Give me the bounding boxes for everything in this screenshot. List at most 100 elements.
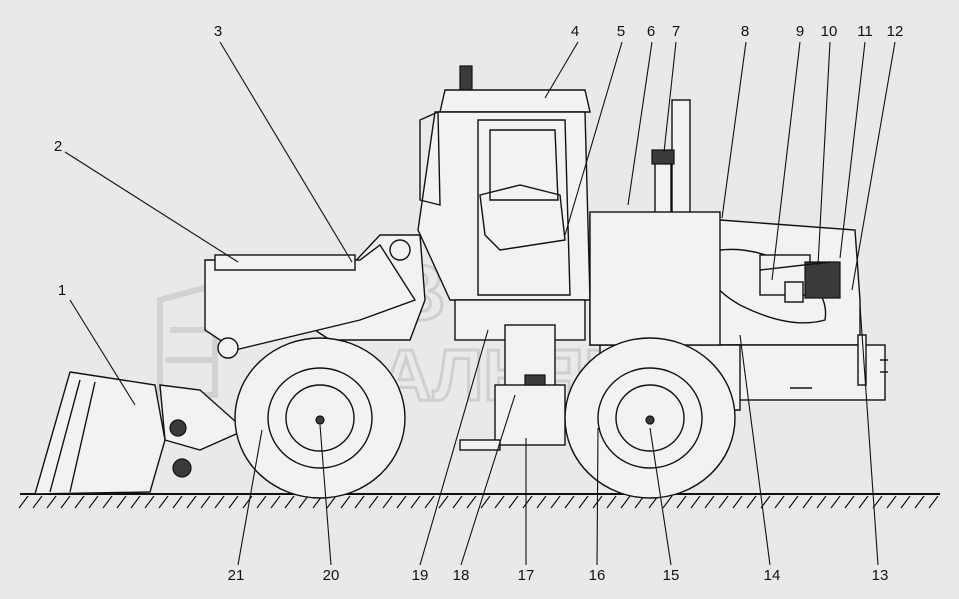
cabin xyxy=(417,65,721,346)
callout-label-15: 15 xyxy=(663,567,680,584)
drivetrain xyxy=(454,299,620,451)
ground-hatch-mark xyxy=(102,495,113,509)
engine-components xyxy=(759,254,841,303)
ground-hatch-mark xyxy=(354,495,365,509)
callout-label-10: 10 xyxy=(821,23,838,40)
callout-label-11: 11 xyxy=(857,23,873,40)
ground-hatch-mark xyxy=(690,495,701,509)
callout-label-1: 1 xyxy=(58,282,66,299)
ground-hatch-mark xyxy=(284,495,295,509)
callout-label-20: 20 xyxy=(323,567,340,584)
ground-hatch-mark xyxy=(18,495,29,509)
leader-line-12 xyxy=(851,41,896,291)
ground-hatch-mark xyxy=(718,495,729,509)
ground-hatch-mark xyxy=(60,495,71,509)
ground-hatch-mark xyxy=(340,495,351,509)
ground-hatch-mark xyxy=(368,495,379,509)
callout-label-7: 7 xyxy=(672,23,680,40)
ground-hatch-mark xyxy=(858,495,869,509)
ground-hatch-mark xyxy=(872,495,883,509)
leader-line-5 xyxy=(564,41,623,236)
leader-line-6 xyxy=(627,41,653,206)
callout-label-19: 19 xyxy=(412,567,429,584)
ground-hatch-mark xyxy=(606,495,617,509)
ground-hatch-mark xyxy=(298,495,309,509)
callout-label-9: 9 xyxy=(796,23,804,40)
front-frame-and-boom xyxy=(34,234,426,495)
ground-hatch-mark xyxy=(578,495,589,509)
ground-hatch-mark xyxy=(900,495,911,509)
ground-hatch-mark xyxy=(410,495,421,509)
ground-hatch-mark xyxy=(522,495,533,509)
ground-hatch-mark xyxy=(172,495,183,509)
ground-hatch-mark xyxy=(186,495,197,509)
ground-hatch-mark xyxy=(256,495,267,509)
callout-label-2: 2 xyxy=(54,138,62,155)
ground-hatch-mark xyxy=(382,495,393,509)
callout-label-16: 16 xyxy=(589,567,606,584)
ground-hatch-mark xyxy=(550,495,561,509)
leader-line-13 xyxy=(859,304,879,566)
ground-hatch-mark xyxy=(914,495,925,509)
ground-hatch-mark xyxy=(928,495,939,509)
ground-hatch-mark xyxy=(74,495,85,509)
leader-line-11 xyxy=(839,41,866,259)
leader-line-16 xyxy=(596,427,599,566)
ground-hatch-mark xyxy=(46,495,57,509)
leader-line-2 xyxy=(64,151,239,263)
ground-hatch-mark xyxy=(214,495,225,509)
ground-hatch-mark xyxy=(242,495,253,509)
ground-hatch-mark xyxy=(228,495,239,509)
ground-hatch-mark xyxy=(774,495,785,509)
ground-hatch-mark xyxy=(788,495,799,509)
callout-label-17: 17 xyxy=(518,567,535,584)
ground-hatch-mark xyxy=(144,495,155,509)
leader-line-4 xyxy=(544,41,579,99)
ground-hatch-mark xyxy=(746,495,757,509)
ground-line xyxy=(18,493,940,509)
leader-line-20 xyxy=(319,424,332,566)
ground-hatch-mark xyxy=(88,495,99,509)
ground-hatch-mark xyxy=(158,495,169,509)
leader-line-15 xyxy=(649,427,672,566)
ground-hatch-mark xyxy=(662,495,673,509)
callout-leaders xyxy=(64,41,896,566)
ground-hatch-mark xyxy=(564,495,575,509)
ground-hatch-mark xyxy=(536,495,547,509)
callout-label-4: 4 xyxy=(571,23,579,40)
ground-hatch-mark xyxy=(452,495,463,509)
ground-hatch-mark xyxy=(424,495,435,509)
ground-hatch-mark xyxy=(130,495,141,509)
ground-hatch-mark xyxy=(886,495,897,509)
leader-line-1 xyxy=(69,299,136,406)
callout-label-21: 21 xyxy=(228,567,245,584)
ground-hatch-mark xyxy=(396,495,407,509)
ground-hatch-mark xyxy=(200,495,211,509)
ground-hatch-mark xyxy=(844,495,855,509)
leader-line-8 xyxy=(721,41,747,219)
callout-label-8: 8 xyxy=(741,23,749,40)
leader-line-7 xyxy=(663,41,677,153)
leader-line-3 xyxy=(219,41,353,263)
callout-label-5: 5 xyxy=(617,23,625,40)
ground-hatch-mark xyxy=(732,495,743,509)
ground-hatch-mark xyxy=(116,495,127,509)
ground-hatch-mark xyxy=(32,495,43,509)
ground-hatch-mark xyxy=(802,495,813,509)
callout-label-14: 14 xyxy=(764,567,781,584)
leader-line-14 xyxy=(739,334,771,566)
rear-wheel xyxy=(564,337,736,499)
ground-hatch-mark xyxy=(326,495,337,509)
ground-hatch-mark xyxy=(494,495,505,509)
ground-hatch-mark xyxy=(620,495,631,509)
ground-hatch-mark xyxy=(830,495,841,509)
ground-hatch-mark xyxy=(676,495,687,509)
ground-hatch-mark xyxy=(270,495,281,509)
callout-label-6: 6 xyxy=(647,23,655,40)
leader-line-10 xyxy=(817,41,831,266)
callout-label-3: 3 xyxy=(214,23,222,40)
front-wheel xyxy=(234,337,406,499)
